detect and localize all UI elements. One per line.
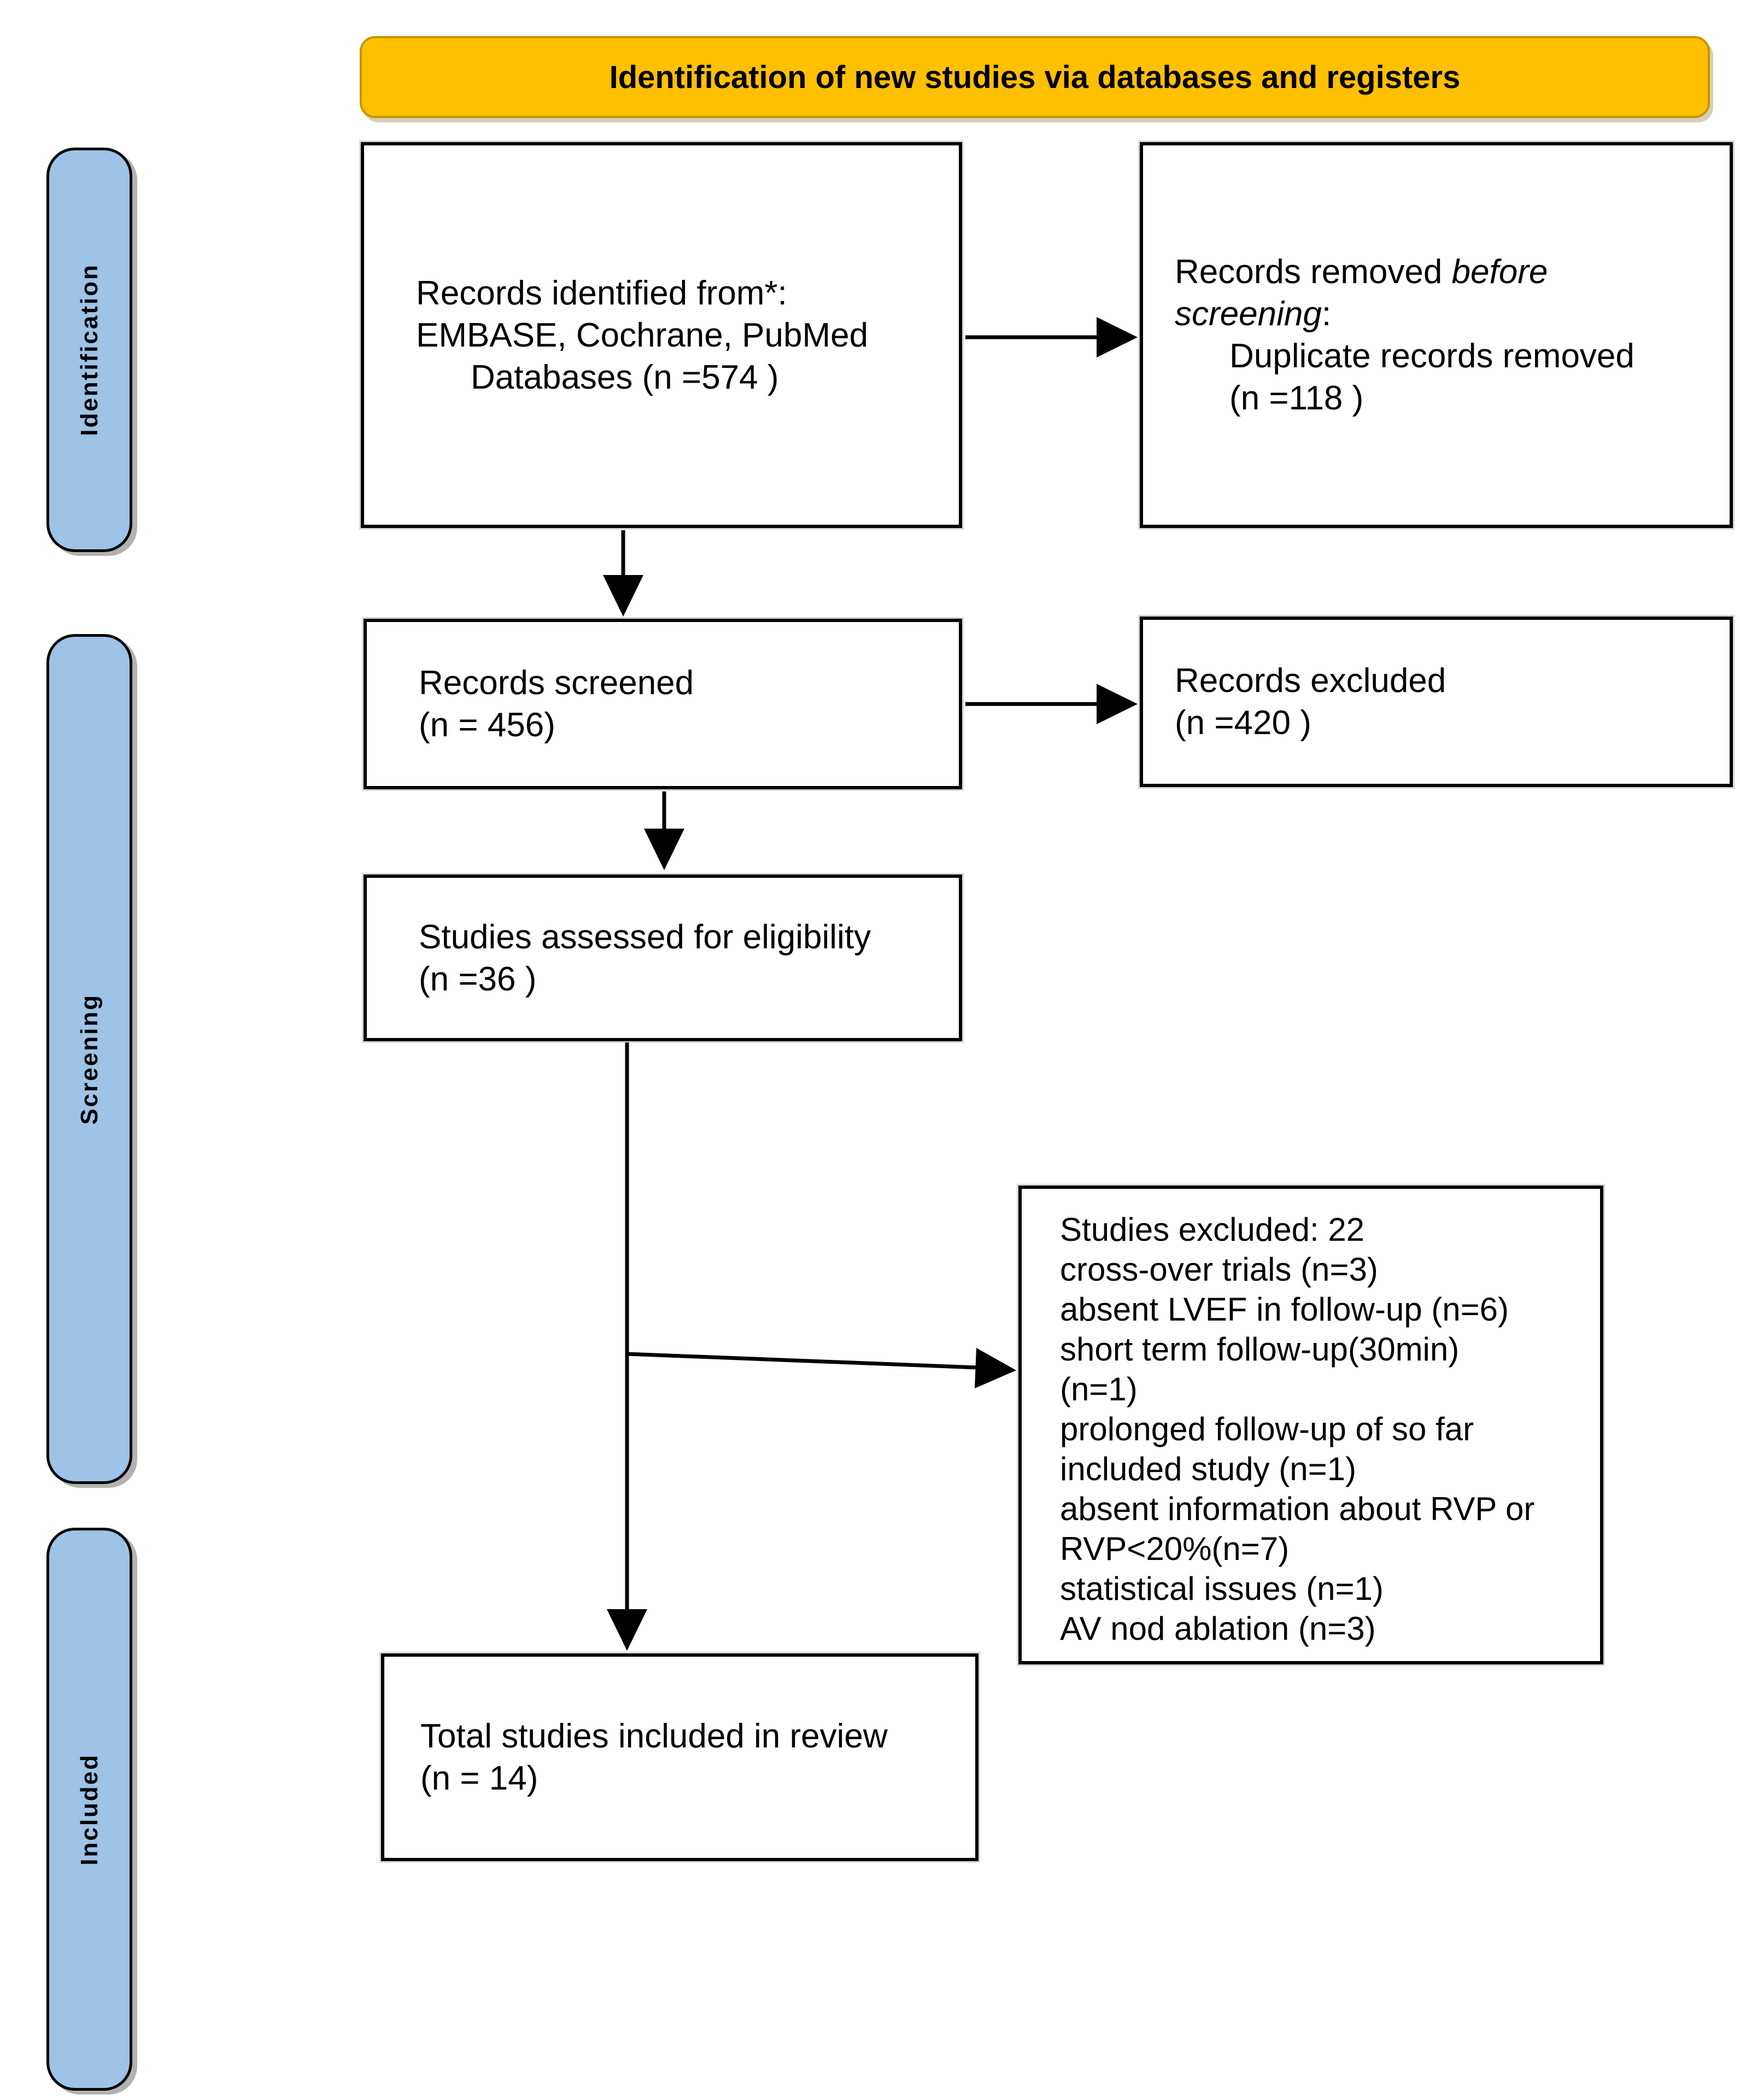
records-screened-line2: (n = 456) [419,706,555,744]
records-screened-line1: Records screened [419,664,694,702]
arrow-assessed-to-studies-excluded [626,1348,1016,1388]
total-included-line1: Total studies included in review [420,1717,888,1755]
studies-excluded-line: statistical issues (n=1) [1060,1570,1384,1607]
arrow-screened-to-assessed-head [644,829,684,870]
records-removed-line2-suffix: : [1321,295,1332,333]
arrow-screened-to-assessed [644,791,684,870]
arrow-assessed-to-studies-excluded-shaft [626,1352,979,1370]
records-excluded-line1: Records excluded [1175,662,1446,700]
arrow-assessed-to-included-head [607,1609,647,1651]
arrow-screened-to-excluded [965,684,1138,724]
title-banner-label: Identification of new studies via databa… [609,59,1461,95]
stage-pill-included-label: Included [75,1753,103,1866]
records-removed-line3: Duplicate records removed [1229,337,1634,375]
stage-pill-screening-label: Screening [75,993,103,1125]
arrow-assessed-to-studies-excluded-head [975,1348,1016,1388]
records-removed-line1-italic: before [1451,253,1548,291]
records-removed-line2: screening: [1175,293,1716,335]
stage-pill-identification: Identification [46,148,132,552]
studies-assessed-line2: (n =36 ) [419,960,537,998]
box-studies-assessed: Studies assessed for eligibility (n =36 … [364,875,962,1041]
studies-excluded-line: included study (n=1) [1060,1451,1356,1487]
records-removed-line1-normal: Records removed [1175,253,1452,291]
records-identified-line2: EMBASE, Cochrane, PubMed [416,316,869,354]
box-records-excluded: Records excluded (n =420 ) [1140,617,1733,787]
studies-excluded-line: Studies excluded: 22 [1060,1211,1365,1248]
arrow-assessed-to-included [607,1042,647,1651]
box-records-removed: Records removed before screening: Duplic… [1140,142,1733,528]
records-removed-line1: Records removed before [1175,251,1716,293]
studies-excluded-line: absent LVEF in follow-up (n=6) [1060,1291,1509,1328]
arrow-identified-to-screened [603,530,643,617]
arrow-identified-to-removed-head [1097,317,1138,357]
studies-excluded-line: prolonged follow-up of so far [1060,1411,1474,1447]
records-removed-line2-italic: screening [1175,295,1322,333]
stage-pill-identification-label: Identification [75,263,103,436]
arrow-identified-to-removed [965,317,1138,357]
records-identified-line1: Records identified from*: [416,274,787,312]
studies-excluded-line: cross-over trials (n=3) [1060,1251,1378,1288]
records-identified-line3: Databases (n =574 ) [471,358,779,396]
total-included-line2: (n = 14) [420,1759,538,1797]
stage-pill-included: Included [46,1528,132,2091]
title-banner: Identification of new studies via databa… [360,36,1710,118]
box-total-included: Total studies included in review (n = 14… [381,1653,979,1861]
arrow-screened-to-excluded-head [1097,684,1138,724]
records-excluded-line2: (n =420 ) [1175,704,1311,742]
box-records-screened: Records screened (n = 456) [364,619,962,789]
records-removed-line4: (n =118 ) [1229,379,1364,417]
studies-excluded-line: AV nod ablation (n=3) [1060,1610,1376,1647]
stage-pill-screening: Screening [46,634,132,1484]
arrow-identified-to-screened-head [603,575,643,617]
box-studies-excluded: Studies excluded: 22 cross-over trials (… [1018,1186,1603,1664]
studies-excluded-line: (n=1) [1060,1371,1138,1407]
box-records-identified: Records identified from*: EMBASE, Cochra… [361,142,962,528]
studies-assessed-line1: Studies assessed for eligibility [419,918,871,956]
studies-excluded-line: short term follow-up(30min) [1060,1331,1460,1368]
studies-excluded-line: absent information about RVP or [1060,1491,1535,1527]
studies-excluded-line: RVP<20%(n=7) [1060,1530,1290,1567]
